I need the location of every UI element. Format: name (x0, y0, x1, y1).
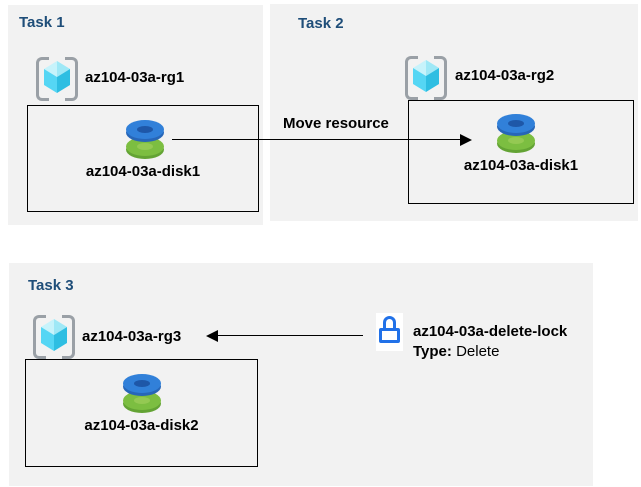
disk-name: az104-03a-disk2 (84, 417, 199, 434)
disk-name: az104-03a-disk1 (463, 157, 579, 174)
move-resource-label: Move resource (283, 115, 389, 132)
cube-icon (41, 319, 67, 351)
managed-disk-icon (126, 120, 164, 160)
disk-box: az104-03a-disk1 (408, 100, 634, 204)
resource-group-icon (405, 55, 447, 100)
lock-arrow-line (217, 335, 363, 336)
bracket-right (65, 57, 78, 101)
lock-type: Type: Delete (413, 343, 499, 360)
resource-group-name: az104-03a-rg2 (455, 67, 555, 84)
resource-group-icon (36, 56, 78, 101)
bracket-left (33, 315, 46, 359)
managed-disk-icon (497, 114, 535, 154)
bracket-left (36, 57, 49, 101)
arrow-left-icon (206, 330, 218, 342)
task3-title: Task 3 (28, 277, 74, 294)
lock-type-label: Type: (413, 343, 452, 360)
disk-box: az104-03a-disk2 (25, 359, 258, 467)
lock-body (379, 328, 400, 343)
resource-group-name: az104-03a-rg1 (85, 69, 185, 86)
lock-name: az104-03a-delete-lock (413, 323, 568, 340)
task2-title: Task 2 (298, 15, 344, 32)
bracket-left (405, 56, 418, 100)
task1-title: Task 1 (19, 14, 65, 31)
disk-box: az104-03a-disk1 (27, 105, 259, 212)
lock-shackle (383, 316, 396, 328)
task2-panel: Task 2 az104-03a-rg2 az104-03a-disk1 (270, 4, 638, 221)
bracket-right (434, 56, 447, 100)
bracket-right (62, 315, 75, 359)
task3-panel: Task 3 az104-03a-rg3 az104-03a-delete-lo… (9, 263, 593, 486)
lock-type-value: Delete (456, 343, 500, 360)
managed-disk-icon (123, 374, 161, 414)
lock-icon (376, 313, 403, 351)
arrow-right-icon (460, 134, 472, 146)
resource-group-name: az104-03a-rg3 (82, 328, 182, 345)
disk-name: az104-03a-disk1 (85, 163, 201, 180)
cube-icon (413, 60, 439, 92)
resource-group-icon (33, 314, 75, 359)
task1-panel: Task 1 az104-03a-rg1 az104-03a-disk1 (8, 5, 263, 225)
move-resource-arrow-line (172, 139, 461, 140)
cube-icon (44, 61, 70, 93)
